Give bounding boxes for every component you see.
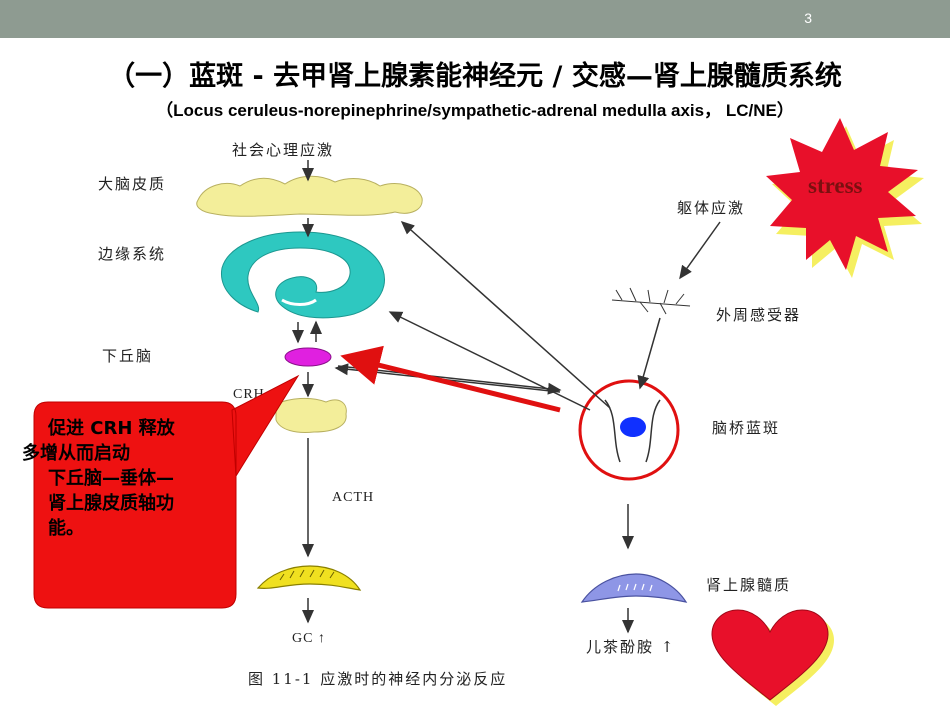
label-somatic-stress: 躯体应激 [677,199,745,217]
stress-text: stress [808,173,863,198]
peripheral-receptor-sketch [611,287,691,315]
limbic-highlight [281,298,317,306]
label-limbic: 边缘系统 [98,245,166,263]
slide-number: 3 [804,10,812,26]
locus-ceruleus-highlight-circle [578,379,680,481]
red-arrow-lc-to-hypothalamus [340,345,561,413]
adrenal-cortex-shape [256,565,362,591]
adrenal-medulla-stripes [617,583,653,592]
label-acth: ACTH [332,490,374,505]
callout-bubble [33,374,300,609]
hypothalamus-shape [284,347,332,367]
locus-ceruleus-dot [620,417,646,437]
adrenal-cortex-stripes [279,569,335,581]
label-peripheral-receptor: 外周感受器 [716,306,801,324]
cortex-shape [196,175,423,217]
top-bar: 3 [0,0,950,38]
pons-left-edge [604,399,621,463]
label-social-stress: 社会心理应激 [232,141,334,159]
pituitary-shape [275,397,347,433]
figure-caption: 图 11-1 应激时的神经内分泌反应 [248,670,507,688]
label-gc: GC ↑ [292,631,326,646]
limbic-shape [221,231,385,319]
slide-title: （一）蓝斑 - 去甲肾上腺素能神经元 / 交感—肾上腺髓质系统 [108,61,842,92]
slide-subtitle: （Locus ceruleus-norepinephrine/sympathet… [156,101,794,120]
heart-icon [711,609,834,706]
label-cortex: 大脑皮质 [98,175,166,193]
stress-burst [766,118,924,278]
label-catecholamine: 儿茶酚胺 ↑ [586,638,675,656]
adrenal-medulla-shape [580,573,688,603]
pons-right-edge [645,399,661,463]
label-hypothalamus: 下丘脑 [102,347,153,365]
label-locus-ceruleus: 脑桥蓝斑 [712,419,780,437]
label-adrenal-medulla: 肾上腺髓质 [706,576,791,594]
